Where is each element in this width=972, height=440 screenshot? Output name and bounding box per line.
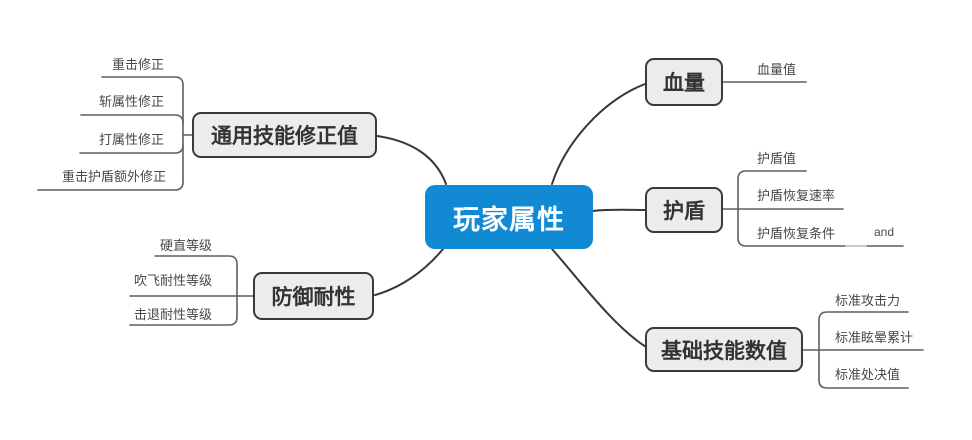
leaf-shield-regen-rate[interactable]: 护盾恢复速率	[757, 188, 836, 203]
leaf-std-stun-accumulation[interactable]: 标准眩晕累计	[835, 330, 914, 345]
leaf-slash-attr-modifier[interactable]: 斩属性修正	[98, 94, 164, 109]
label-and-connector[interactable]: and	[874, 225, 895, 239]
leaf-shield-value[interactable]: 护盾值	[757, 151, 797, 166]
leaf-shield-regen-condition[interactable]: 护盾恢复条件	[757, 226, 836, 241]
leaf-heavy-shield-extra-modifier[interactable]: 重击护盾额外修正	[61, 169, 166, 184]
branch-hp[interactable]: 血量	[645, 58, 723, 106]
leaf-std-execution-value[interactable]: 标准处决值	[835, 367, 901, 382]
leaf-strike-attr-modifier[interactable]: 打属性修正	[98, 132, 164, 147]
leaf-hitstun-level[interactable]: 硬直等级	[159, 238, 212, 253]
branch-shield[interactable]: 护盾	[645, 187, 723, 233]
leaf-launch-resist-level[interactable]: 吹飞耐性等级	[133, 273, 212, 288]
branch-general-skill-modifiers[interactable]: 通用技能修正值	[192, 112, 377, 158]
leaf-heavy-hit-modifier[interactable]: 重击修正	[111, 57, 164, 72]
branch-base-skill-values[interactable]: 基础技能数值	[645, 327, 803, 372]
leaf-hp-value[interactable]: 血量值	[757, 62, 797, 77]
leaf-knockback-resist-level[interactable]: 击退耐性等级	[133, 307, 212, 322]
root-branch-connectors	[374, 83, 647, 348]
leaf-std-attack-power[interactable]: 标准攻击力	[835, 293, 901, 308]
branch-defense-resistances[interactable]: 防御耐性	[253, 272, 374, 320]
root-node-player-attributes[interactable]: 玩家属性	[425, 185, 593, 249]
leaf-topic-lines	[37, 76, 924, 389]
